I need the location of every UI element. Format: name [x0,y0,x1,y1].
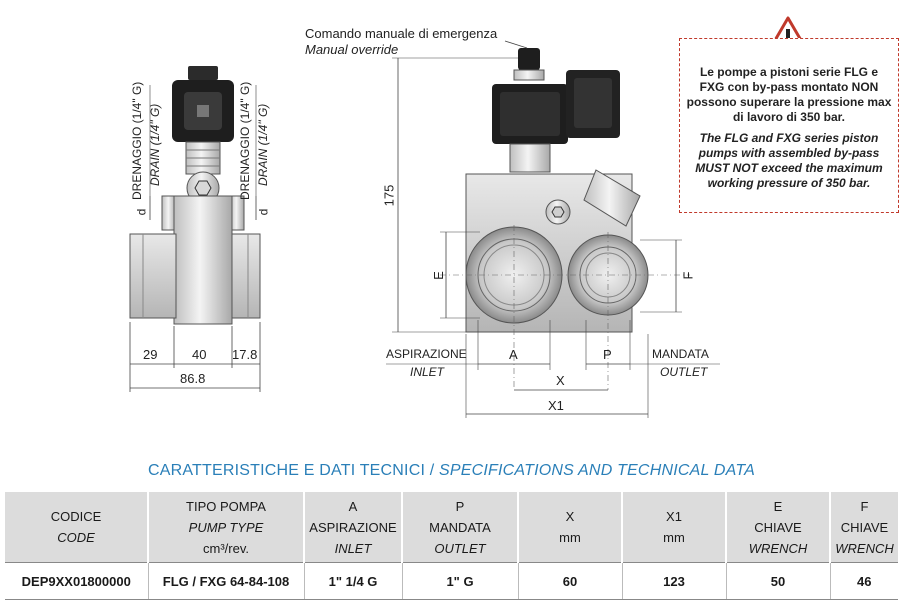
drain-label-right-it: DRENAGGIO (1/4" G) [238,81,252,200]
dim-p: P [603,347,612,362]
drain-label-left-en: DRAIN (1/4" G) [148,103,162,186]
section-title: CARATTERISTICHE E DATI TECNICI / SPECIFI… [0,462,903,480]
drain-d-label-left: d [134,208,149,216]
dim-175: 175 [381,184,397,207]
dim-x1: X1 [548,398,564,413]
dim-f: F [680,271,696,280]
section-title-en: SPECIFICATIONS AND TECHNICAL DATA [439,462,756,479]
table-header-row: CODICE CODE TIPO POMPA PUMP TYPE cm³/rev… [5,492,898,563]
inlet-label-it: ASPIRAZIONE [386,347,467,361]
header-pump-type: TIPO POMPA PUMP TYPE cm³/rev. [147,492,304,563]
header-f-wrench: F CHIAVE WRENCH [829,492,898,563]
dim-29: 29 [143,347,158,362]
warning-box: Le pompe a pistoni serie FLG e FXG con b… [679,38,899,213]
manual-override-label-it: Comando manuale di emergenza [305,26,498,41]
front-view [386,40,720,418]
drain-d-label-right: d [256,208,271,216]
cell-e: 50 [725,562,830,600]
inlet-label-en: INLET [410,365,445,379]
table-row: DEP9XX01800000 FLG / FXG 64-84-108 1" 1/… [5,562,898,600]
cell-x1: 123 [621,562,726,600]
header-a-inlet: A ASPIRAZIONE INLET [303,492,402,563]
cell-code: DEP9XX01800000 [5,562,148,600]
cell-pump-type: FLG / FXG 64-84-108 [147,562,304,600]
header-code: CODICE CODE [5,492,148,563]
warning-text-en: The FLG and FXG series piston pumps with… [695,131,883,190]
dim-a: A [509,347,518,362]
manual-override-label-en: Manual override [305,42,399,57]
header-x1: X1 mm [621,492,726,563]
header-e-wrench: E CHIAVE WRENCH [725,492,830,563]
header-x: X mm [517,492,622,563]
dim-e: E [430,271,446,280]
dim-86-8: 86.8 [180,371,206,386]
dim-40: 40 [192,347,207,362]
dim-17-8: 17.8 [232,347,258,362]
technical-drawing [129,40,720,418]
specifications-table: CODICE CODE TIPO POMPA PUMP TYPE cm³/rev… [5,492,898,600]
cell-inlet: 1" 1/4 G [303,562,402,600]
outlet-label-it: MANDATA [652,347,709,361]
section-title-it: CARATTERISTICHE E DATI TECNICI / [147,462,440,479]
cell-x: 60 [517,562,622,600]
dim-x: X [556,373,565,388]
drain-label-left-it: DRENAGGIO (1/4" G) [130,81,144,200]
warning-text-it: Le pompe a pistoni serie FLG e FXG con b… [686,65,892,124]
outlet-label-en: OUTLET [660,365,708,379]
cell-f: 46 [829,562,898,600]
drain-label-right-en: DRAIN (1/4" G) [256,103,270,186]
side-view [129,66,261,392]
header-p-outlet: P MANDATA OUTLET [401,492,518,563]
cell-outlet: 1" G [401,562,518,600]
